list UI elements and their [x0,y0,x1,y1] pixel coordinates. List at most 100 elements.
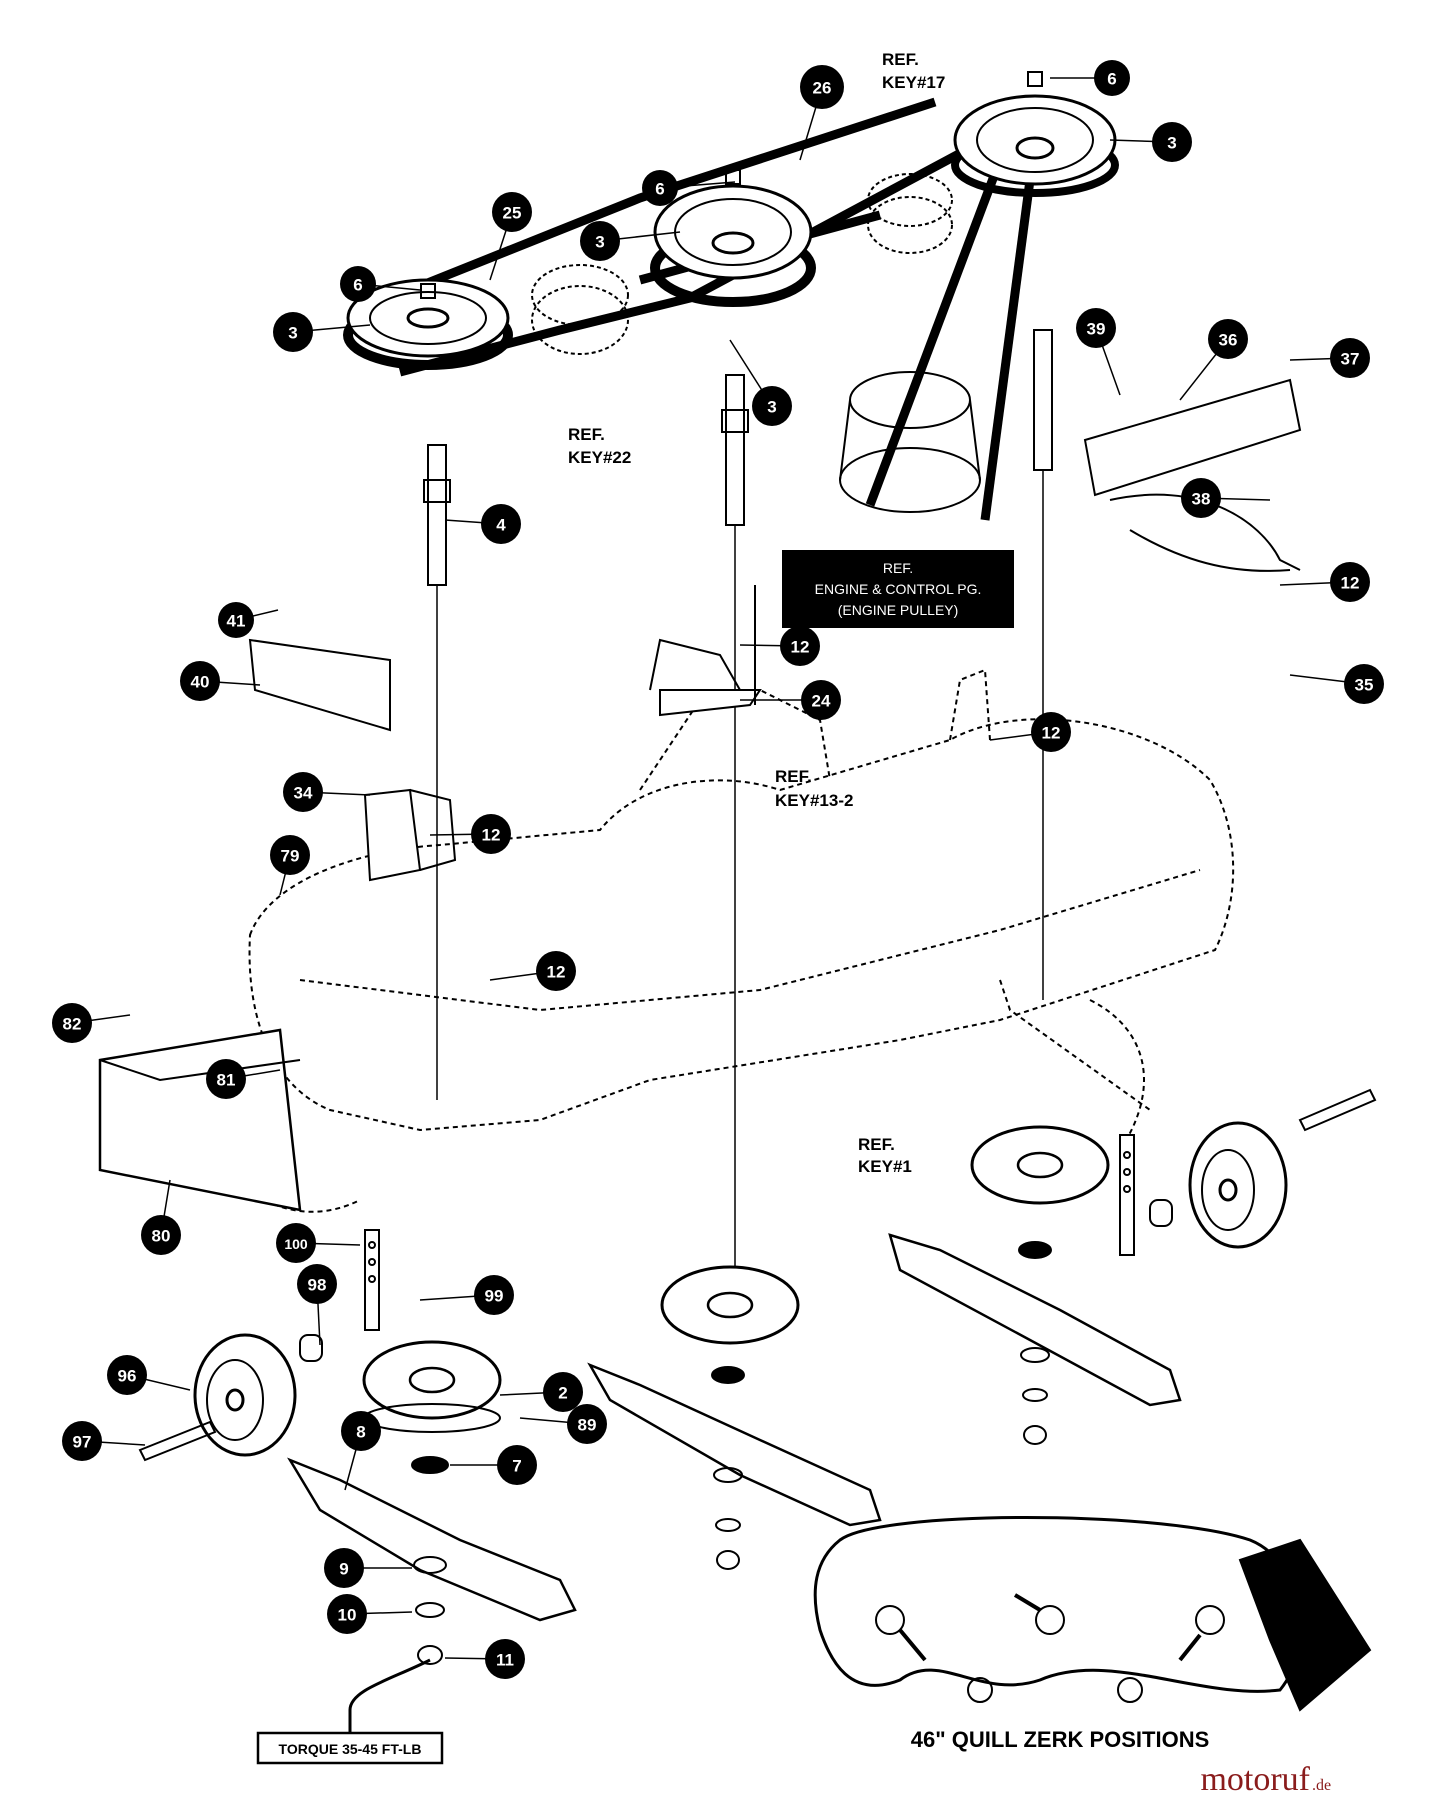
mower-deck-outline [248,718,1235,1132]
height-bracket-100[interactable] [364,1229,380,1331]
callout-24[interactable]: 24 [801,680,841,720]
height-bracket-right[interactable] [1119,1134,1135,1256]
callout-label: 82 [63,1015,82,1034]
callout-26[interactable]: 26 [800,65,844,109]
callout-38[interactable]: 38 [1181,478,1221,518]
callout-6[interactable]: 6 [340,266,376,302]
callout-label: 3 [595,233,604,252]
gauge-wheel-left[interactable] [138,1333,323,1462]
left-pulley[interactable] [343,278,513,370]
ref-key-13-2: REF. KEY#13-2 [775,767,853,810]
callout-99[interactable]: 99 [474,1275,514,1315]
blade-hub-center[interactable] [660,1265,800,1345]
washers-right [1018,1241,1052,1445]
callout-6[interactable]: 6 [642,170,678,206]
callout-8[interactable]: 8 [341,1411,381,1451]
callout-label: 10 [338,1606,357,1625]
callout-12[interactable]: 12 [536,951,576,991]
callout-35[interactable]: 35 [1344,664,1384,704]
callout-3[interactable]: 3 [1152,122,1192,162]
idler-arm-24[interactable] [649,585,762,717]
callout-82[interactable]: 82 [52,1003,92,1043]
callout-98[interactable]: 98 [297,1264,337,1304]
callout-79[interactable]: 79 [270,835,310,875]
svg-text:REF.: REF. [882,50,919,69]
svg-text:.de: .de [1312,1777,1331,1794]
svg-text:motoruf: motoruf [1200,1761,1310,1798]
callout-12[interactable]: 12 [1330,562,1370,602]
callout-label: 8 [356,1423,365,1442]
blade-hub-left[interactable] [362,1340,502,1433]
svg-text:KEY#22: KEY#22 [568,448,631,467]
callout-41[interactable]: 41 [218,602,254,638]
idler-pulley-ref-22[interactable] [531,264,629,355]
blade-hub-right[interactable] [970,1125,1110,1205]
callout-96[interactable]: 96 [107,1355,147,1395]
callout-label: 40 [191,673,210,692]
shield-40[interactable] [248,638,391,732]
callout-3[interactable]: 3 [580,221,620,261]
belt-guard-bracket[interactable] [1083,378,1302,572]
callout-label: 9 [339,1560,348,1579]
callout-100[interactable]: 100 [276,1223,316,1263]
callout-label: 12 [482,826,501,845]
right-pulley[interactable] [951,71,1119,197]
callout-6[interactable]: 6 [1094,60,1130,96]
callout-40[interactable]: 40 [180,661,220,701]
callout-label: 37 [1341,350,1360,369]
center-pulley[interactable] [650,169,816,307]
callout-label: 12 [1042,724,1061,743]
callout-label: 100 [284,1236,308,1252]
callout-25[interactable]: 25 [492,192,532,232]
blade-left[interactable] [287,1457,577,1622]
callout-label: 98 [308,1276,327,1295]
callout-label: 24 [812,692,831,711]
callout-label: 3 [288,324,297,343]
callout-label: 96 [118,1367,137,1386]
quill-zerk-inset [813,1516,1372,1712]
blade-center[interactable] [587,1362,882,1527]
callout-3[interactable]: 3 [752,386,792,426]
washers-left [411,1456,449,1665]
callout-97[interactable]: 97 [62,1421,102,1461]
callout-label: 89 [578,1416,597,1435]
svg-text:KEY#13-2: KEY#13-2 [775,791,853,810]
callout-12[interactable]: 12 [471,814,511,854]
deck-bracket-34[interactable] [363,788,457,882]
callout-label: 35 [1355,676,1374,695]
callout-3[interactable]: 3 [273,312,313,352]
callout-34[interactable]: 34 [283,772,323,812]
engine-pulley[interactable] [839,371,981,513]
callout-89[interactable]: 89 [567,1404,607,1444]
callout-label: 99 [485,1287,504,1306]
callout-7[interactable]: 7 [497,1445,537,1485]
callout-10[interactable]: 10 [327,1594,367,1634]
callout-9[interactable]: 9 [324,1548,364,1588]
callout-2[interactable]: 2 [543,1372,583,1412]
ref-key-1: REF. KEY#1 [858,1135,912,1176]
callout-4[interactable]: 4 [481,504,521,544]
deflector-80[interactable] [98,1028,302,1212]
engine-ref-box: REF. ENGINE & CONTROL PG. (ENGINE PULLEY… [782,550,1014,628]
callout-36[interactable]: 36 [1208,319,1248,359]
blade-right[interactable] [888,1233,1182,1407]
callout-80[interactable]: 80 [141,1215,181,1255]
callout-81[interactable]: 81 [206,1059,246,1099]
torque-label: TORQUE 35-45 FT-LB [256,1731,444,1765]
callout-label: 97 [73,1433,92,1452]
callout-39[interactable]: 39 [1076,308,1116,348]
callout-37[interactable]: 37 [1330,338,1370,378]
callout-label: 11 [496,1651,514,1670]
spindle-center[interactable] [721,374,749,1280]
svg-text:ENGINE & CONTROL PG.: ENGINE & CONTROL PG. [815,581,982,597]
gauge-wheel-right[interactable] [1149,1088,1377,1249]
callout-label: 6 [1107,70,1116,89]
spindle-right[interactable] [1033,329,1053,1000]
ref-key-17: REF. KEY#17 [882,50,945,92]
callout-label: 80 [152,1227,171,1246]
spindle-left[interactable] [423,444,451,1100]
callout-12[interactable]: 12 [1031,712,1071,752]
idler-pulley-ref-17[interactable] [867,173,953,254]
callout-12[interactable]: 12 [780,626,820,666]
callout-11[interactable]: 11 [485,1639,525,1679]
